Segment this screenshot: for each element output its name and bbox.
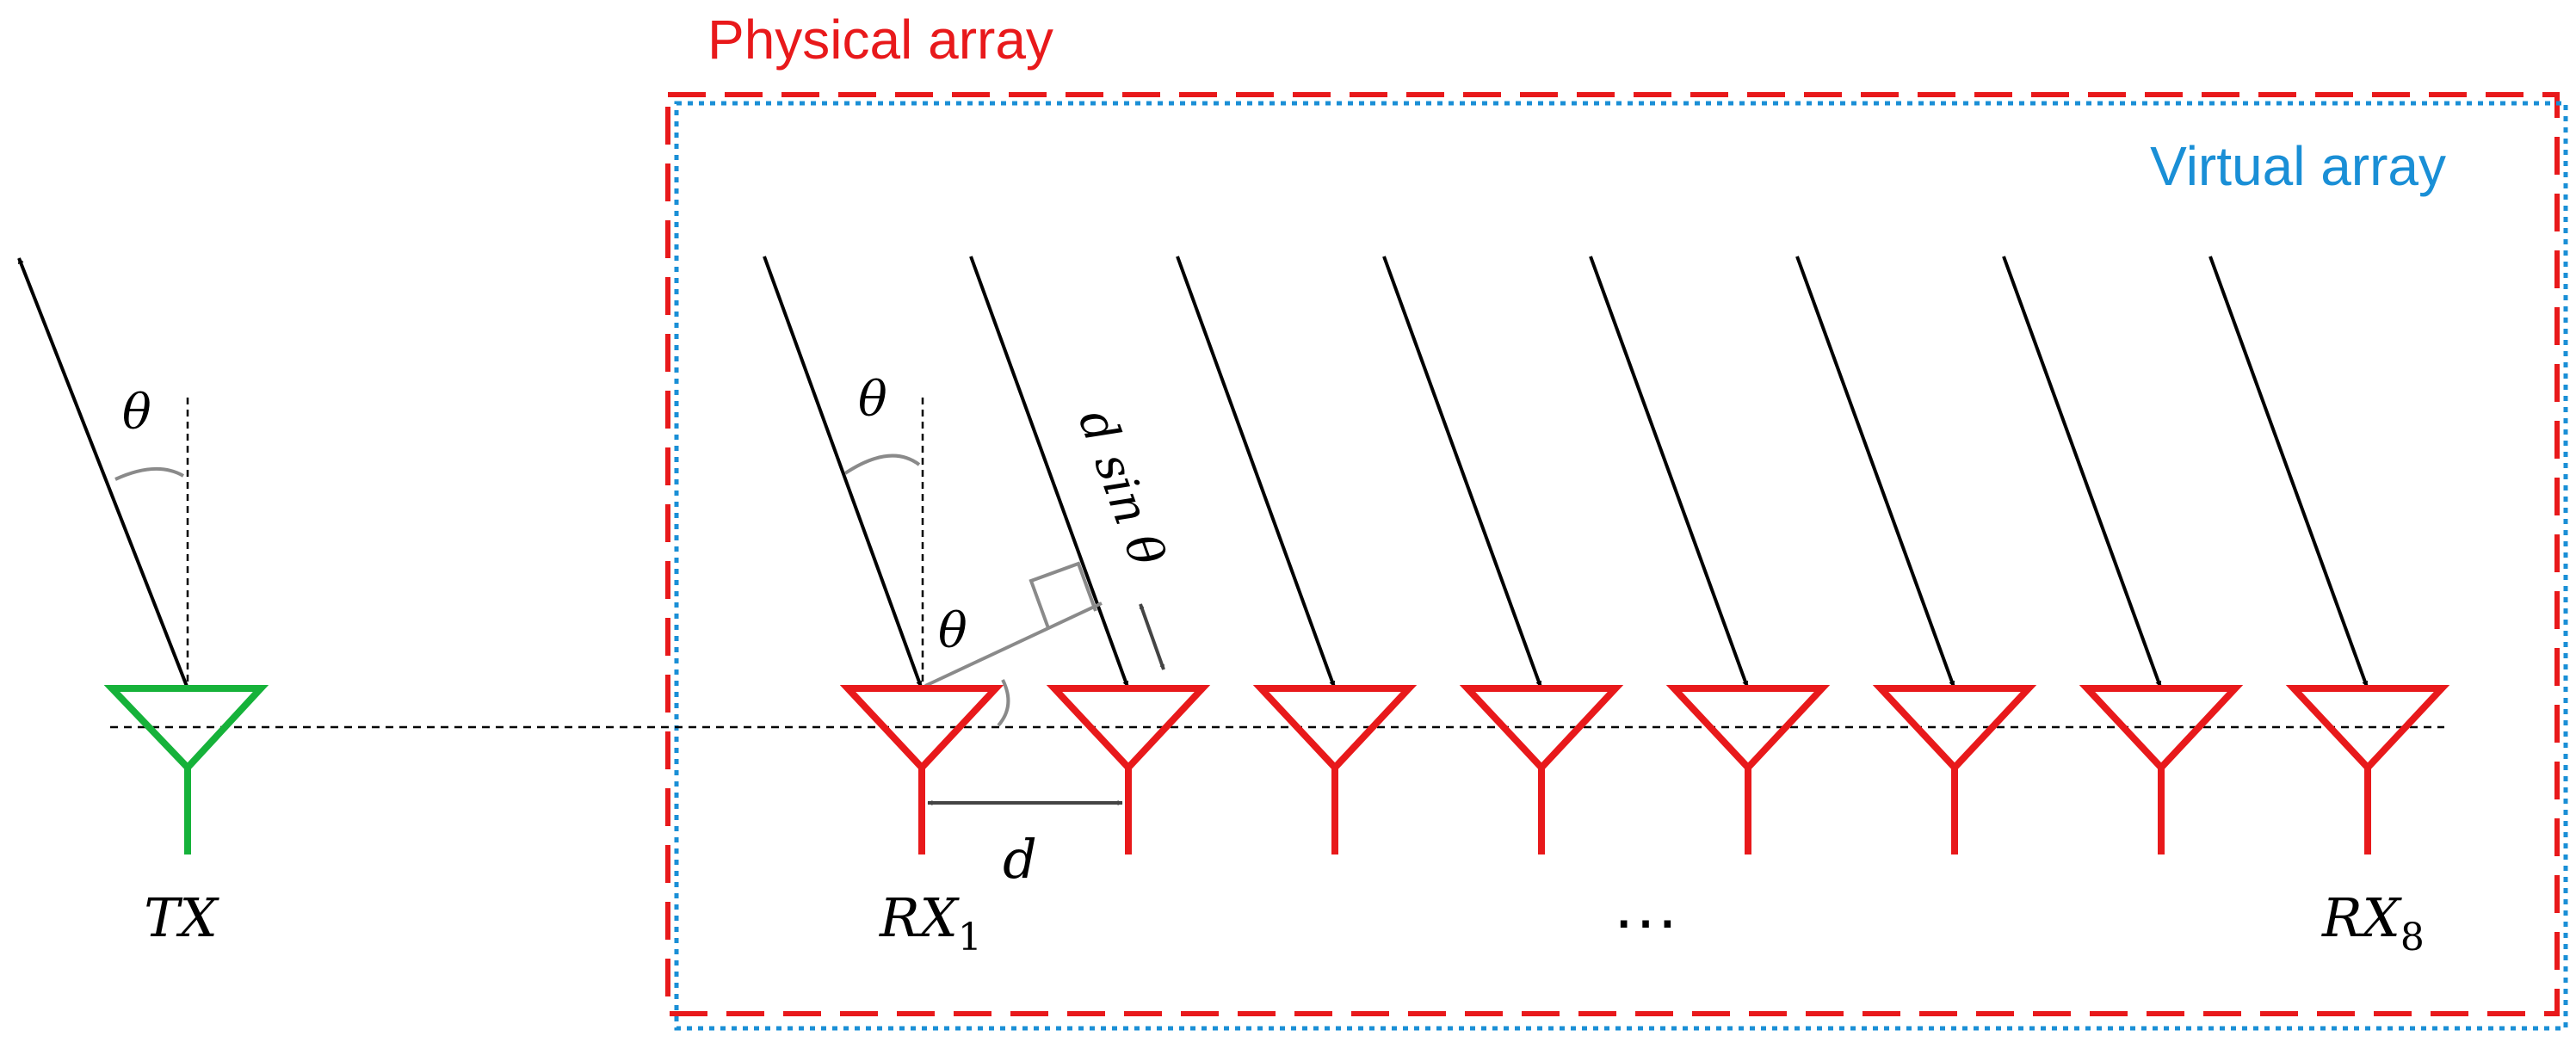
rx-last-main: RX (2321, 886, 2403, 949)
baseline-theta-label: θ (938, 603, 967, 659)
rx-arrow-6 (1795, 256, 1955, 688)
wavefront-perpendicular (924, 602, 1103, 688)
physical-array-label: Physical array (707, 9, 1053, 71)
spacing-label: d (1003, 828, 1037, 891)
rx-angle-arc (843, 453, 921, 475)
tx-beam-arrow (17, 257, 189, 689)
physical-array-box (665, 92, 2560, 1016)
tx-angle-arc (114, 467, 185, 481)
incoming-wave-arrows (763, 256, 2369, 688)
rx-antenna-3 (1252, 685, 1418, 854)
rx-arrow-7 (2002, 256, 2162, 688)
baseline-angle-arc (997, 679, 1010, 727)
rx-last-subscript: 8 (2400, 916, 2425, 959)
rx-arrow-2 (969, 256, 1129, 688)
rx-arrow-3 (1176, 256, 1336, 688)
rx-antenna-array (839, 685, 2450, 854)
tx-antenna (103, 685, 269, 854)
rx-first-main: RX (879, 886, 961, 949)
rx-antenna-6 (1872, 685, 2037, 854)
rx-arrow-8 (2208, 256, 2369, 688)
rx-theta-label: θ (858, 372, 887, 428)
path-difference-arrow (1139, 603, 1165, 670)
rx-antenna-2 (1046, 685, 1211, 854)
rx-antenna-4 (1459, 685, 1624, 854)
rx-antenna-7 (2079, 685, 2244, 854)
right-angle-marker (1029, 561, 1097, 629)
rx-last-label: RX8 (2321, 886, 2425, 959)
path-difference-label: d sin θ (1067, 403, 1175, 574)
virtual-array-label: Virtual array (2150, 135, 2446, 197)
rx-first-subscript: 1 (958, 916, 982, 959)
virtual-array-box (674, 101, 2568, 1031)
rx-arrow-5 (1589, 256, 1749, 688)
tx-theta-label: θ (122, 385, 151, 441)
rx-antenna-1 (839, 685, 1004, 854)
rx-first-label: RX1 (879, 886, 982, 959)
rx-arrow-1 (763, 256, 923, 688)
rx-antenna-8 (2285, 685, 2450, 854)
tx-label: TX (144, 886, 219, 949)
rx-antenna-5 (1665, 685, 1831, 854)
ellipsis: … (1611, 866, 1680, 942)
rx-arrow-4 (1382, 256, 1542, 688)
